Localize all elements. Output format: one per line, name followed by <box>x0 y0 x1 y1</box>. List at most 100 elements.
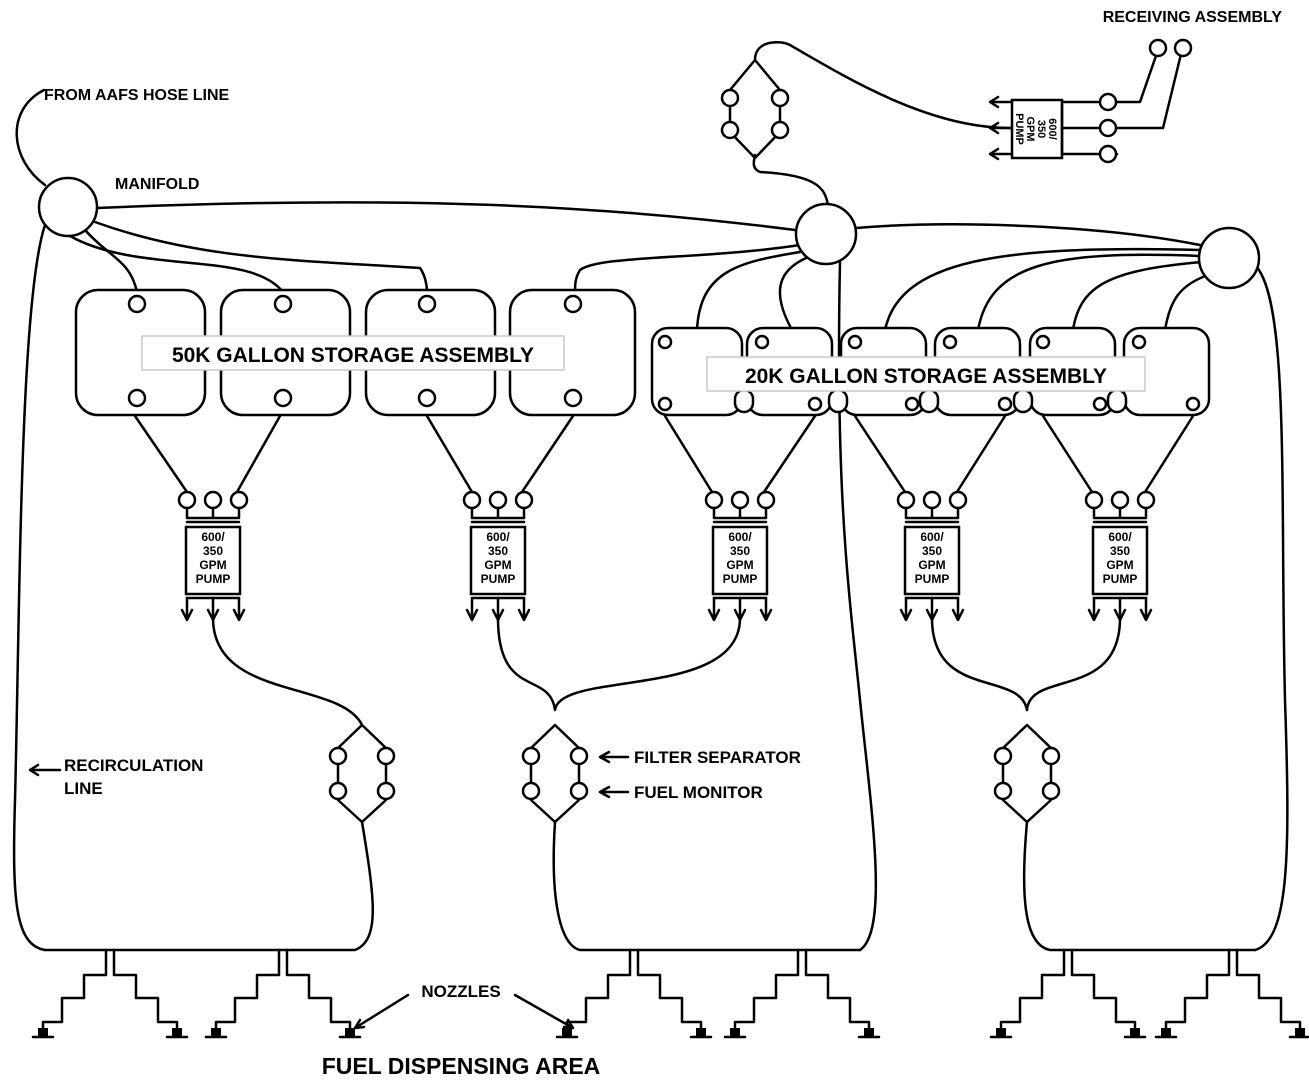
pump-outlet-arrow <box>707 596 721 622</box>
valve-icon <box>720 88 740 108</box>
pump1-to-filter <box>211 616 364 727</box>
pump-outlet-arrow <box>465 596 479 622</box>
pump-box <box>711 525 769 596</box>
fuel-monitor-icon <box>376 781 396 801</box>
receiving-hose-1 <box>1115 48 1160 104</box>
receiving-pump-line-1: 600/ <box>1046 118 1058 139</box>
fuel-monitor-icon <box>521 781 541 801</box>
receiving-pump-line-3: GPM <box>1024 116 1036 141</box>
tank-outlet-group-2 <box>425 414 575 494</box>
filter-monitor-group-1 <box>328 723 396 824</box>
fuel-dispensing-area-label: FUEL DISPENSING AREA <box>322 1053 601 1079</box>
nozzle-icon <box>38 1028 48 1036</box>
pump-box <box>469 525 527 596</box>
manifolds <box>37 176 1261 290</box>
filter-separator-icon <box>328 746 348 766</box>
storage-50k-banner <box>141 335 565 371</box>
valve-icon <box>770 88 790 108</box>
tank-outlet-group-3 <box>663 414 817 494</box>
pump-outlet-arrow <box>759 596 773 622</box>
pump-label-line: PUMP <box>723 572 758 586</box>
fuel-monitor-icon <box>1041 781 1061 801</box>
tank-outlet-group-1 <box>133 414 282 494</box>
nozzle-icon <box>1130 1028 1140 1036</box>
pump-outlet-arrow <box>951 596 965 622</box>
pump-outlet-arrow <box>206 596 220 622</box>
pump-label-line: 600/ <box>486 530 510 544</box>
nozzles <box>31 948 1309 1039</box>
fuel-monitor-label: FUEL MONITOR <box>634 783 763 802</box>
filter-separator-label: FILTER SEPARATOR <box>634 748 801 767</box>
recirculation-label-1: RECIRCULATION <box>64 756 203 775</box>
pump-label-line: PUMP <box>196 572 231 586</box>
pipe-m2-tank4 <box>573 243 802 294</box>
receiving-hose-2 <box>1115 48 1184 130</box>
nozzle-icon <box>211 1028 221 1036</box>
filter-monitor-group-3 <box>993 723 1061 824</box>
pump-inlet-valve <box>1110 490 1130 510</box>
pumps: 600/350GPMPUMP600/350GPMPUMP600/350GPMPU… <box>177 490 1156 622</box>
nozzle-icon <box>562 1028 572 1036</box>
pump-label-line: 600/ <box>201 530 225 544</box>
pump-outlet-arrow <box>232 596 246 622</box>
nozzles-label: NOZZLES <box>421 982 500 1001</box>
nozzle-group-6 <box>1154 948 1309 1039</box>
pipe-m2-tank5 <box>695 250 802 332</box>
pipe-m1-tank3 <box>93 220 429 294</box>
pipe-m3-tank10 <box>1163 273 1210 332</box>
pump-outlet-arrow <box>491 596 505 622</box>
pipe-m1-tank2 <box>68 234 285 294</box>
pump-inlet-valve <box>896 490 916 510</box>
pump-outlet-arrow <box>1087 596 1101 622</box>
nozzle-group-2 <box>204 948 362 1039</box>
receiving-pump-line-2: 350 <box>1035 120 1047 138</box>
tank-outlet-group-4 <box>853 414 1007 494</box>
pump-box <box>184 525 242 596</box>
receiving-pump-line-4: PUMP <box>1013 113 1025 145</box>
filter-separator-icon <box>376 746 396 766</box>
pump-inlet-valve <box>730 490 750 510</box>
manifold-label: MANIFOLD <box>115 176 199 193</box>
pump-inlet-valve <box>756 490 776 510</box>
pump-outlet-arrow <box>899 596 913 622</box>
manifold-2 <box>794 202 858 266</box>
pump-label-line: GPM <box>726 558 753 572</box>
filter-separator-arrow <box>598 750 630 764</box>
pump-inlet-valve <box>229 490 249 510</box>
pump-label-line: GPM <box>199 558 226 572</box>
nozzle-icon <box>864 1028 874 1036</box>
nozzle-group-4 <box>723 948 881 1039</box>
pump-label-line: 600/ <box>728 530 752 544</box>
pump-label-line: PUMP <box>481 572 516 586</box>
pump-outlet-arrow <box>1139 596 1153 622</box>
receiving-pump: 600/ 350 GPM PUMP <box>988 38 1193 164</box>
fuel-monitor-icon <box>993 781 1013 801</box>
pump-label-line: PUMP <box>1103 572 1138 586</box>
nozzle-icon <box>345 1028 355 1036</box>
pump-outlet-arrow <box>1113 596 1127 622</box>
pipe-upper-valve-pump <box>753 41 1012 130</box>
coupling <box>1012 388 1034 414</box>
left-dispense-line <box>43 820 374 952</box>
coupling <box>733 388 755 414</box>
receiving-valve-group <box>720 58 790 160</box>
aafs-hose-line <box>15 88 47 187</box>
pump-label-line: PUMP <box>915 572 950 586</box>
manifold-link-1 <box>95 201 797 232</box>
pipe-m2-tank6 <box>778 256 808 332</box>
nozzle-icon <box>996 1028 1006 1036</box>
nozzles-arrow-left <box>353 993 410 1030</box>
recirculation-line-left <box>12 223 47 952</box>
pump-label-line: 350 <box>730 544 750 558</box>
pump-outlet-arrow <box>180 596 194 622</box>
center-dispense-line <box>552 820 862 952</box>
pump-label-line: 350 <box>922 544 942 558</box>
pump-inlet-valve <box>1136 490 1156 510</box>
receiving-assembly-label: RECEIVING ASSEMBLY <box>1103 9 1283 26</box>
fuel-monitor-icon <box>569 781 589 801</box>
pipe-m2-upper-valve <box>752 153 830 207</box>
recirculation-line-middle <box>837 260 878 952</box>
storage-50k-label: 50K GALLON STORAGE ASSEMBLY <box>172 344 534 367</box>
pump-label-line: GPM <box>484 558 511 572</box>
